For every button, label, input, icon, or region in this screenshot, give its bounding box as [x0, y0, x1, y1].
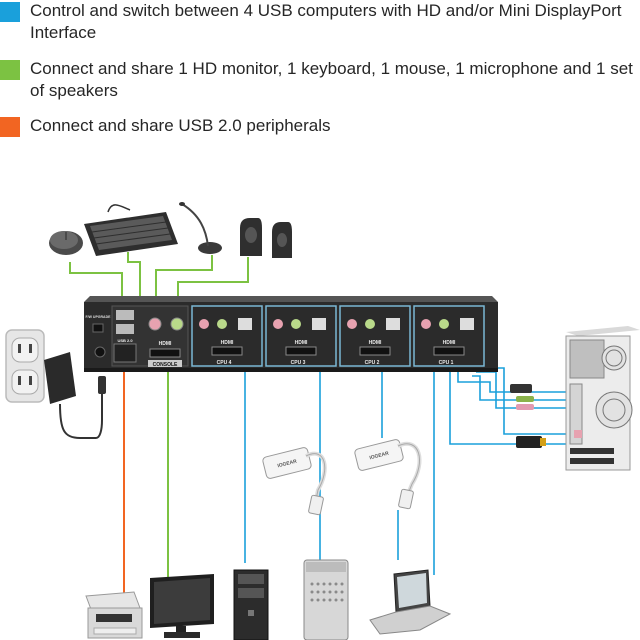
- printer-icon: [85, 591, 143, 639]
- console-hdmi-port: [149, 348, 181, 358]
- console-panel: CONSOLE HDMI USB 2.0: [111, 305, 189, 368]
- minidp-adapter-icon: IOGEAR: [354, 439, 422, 510]
- keyboard-cable: [127, 252, 141, 316]
- power-adapter-icon: [44, 352, 106, 439]
- fw-label: F/W UPGRADE: [86, 315, 112, 319]
- cpu-port-1: HDMI CPU 1: [413, 305, 485, 367]
- cpu1-plugs: [510, 384, 546, 448]
- console-usb2-port: [113, 343, 137, 363]
- fw-upgrade-port: [92, 323, 104, 333]
- legend-swatch-green: [0, 60, 20, 80]
- cpu3-hdmi-label: HDMI: [295, 340, 308, 346]
- mac-pro-icon: [303, 559, 349, 640]
- cpu-port-2: HDMI CPU 2: [339, 305, 411, 367]
- wall-outlet-icon: [5, 329, 45, 403]
- cpu3-label: CPU 3: [291, 360, 306, 366]
- power-jack: [94, 346, 106, 358]
- console-label: CONSOLE: [153, 362, 178, 368]
- cpu-port-3: HDMI CPU 3: [265, 305, 337, 367]
- cpu1-hdmi-cable: [449, 370, 578, 445]
- minidp-adapter-icon: IOGEAR: [262, 447, 327, 516]
- cpu2-label: CPU 2: [365, 360, 380, 366]
- desktop-tower-icon: [565, 326, 640, 471]
- kvm-switch: CONSOLE HDMI USB 2.0 F/W UPGRADE HDMI CP…: [84, 296, 498, 372]
- monitor-icon: [150, 574, 214, 638]
- microphone-cable: [155, 255, 213, 316]
- adapter-1-brand: IOGEAR: [277, 459, 298, 470]
- legend-text-usb: Connect and share USB 2.0 peripherals: [30, 116, 331, 135]
- legend-text-computers: Control and switch between 4 USB compute…: [30, 1, 622, 42]
- cpu4-label: CPU 4: [217, 360, 232, 366]
- cpu1-label: CPU 1: [439, 360, 454, 366]
- legend-swatch-blue: [0, 2, 20, 22]
- cpu-port-4: HDMI CPU 4: [191, 305, 263, 367]
- speaker-port: [170, 317, 184, 331]
- legend-swatch-orange: [0, 117, 20, 137]
- legend-text-console: Connect and share 1 HD monitor, 1 keyboa…: [30, 59, 633, 100]
- mouse-cable: [69, 262, 123, 312]
- cpu4-hdmi-label: HDMI: [221, 340, 234, 346]
- mouse-icon: [49, 231, 83, 255]
- console-label-box: [148, 360, 182, 367]
- console-cables: [69, 252, 249, 594]
- console-usb-label: USB 2.0: [117, 338, 133, 343]
- laptop-icon: [369, 569, 452, 635]
- mic-port: [148, 317, 162, 331]
- microphone-icon: [179, 202, 222, 254]
- pc-tower-icon: [233, 569, 269, 640]
- speakers-icon: [240, 218, 292, 258]
- cpu1-hdmi-label: HDMI: [443, 340, 456, 346]
- firmware-panel: F/W UPGRADE: [86, 315, 112, 358]
- keyboard-icon: [84, 204, 178, 256]
- adapter-2-brand: IOGEAR: [369, 451, 390, 462]
- usb-port-1: [116, 310, 134, 320]
- cpu2-hdmi-label: HDMI: [369, 340, 382, 346]
- console-hdmi-label: HDMI: [159, 341, 172, 347]
- usb-port-2: [116, 324, 134, 334]
